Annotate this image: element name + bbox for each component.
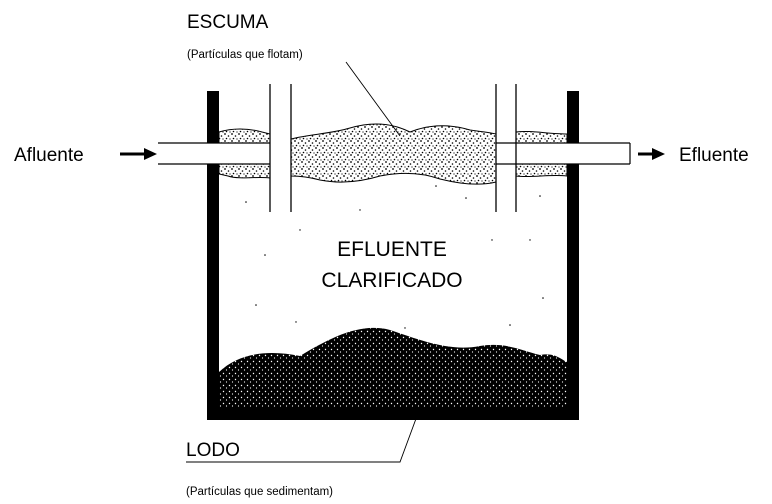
scum-note: (Partículas que flotam) <box>187 49 303 61</box>
inlet-pipe <box>158 142 270 165</box>
inlet-arrow-icon <box>120 148 157 160</box>
inlet-label: Afluente <box>14 145 84 166</box>
outlet-label: Efluente <box>679 145 749 166</box>
tank <box>207 91 579 420</box>
sludge-label: LODO <box>186 440 240 461</box>
tank-left-wall <box>207 91 219 420</box>
scum-layer-center <box>290 123 497 185</box>
clarified-label-line2: CLARIFICADO <box>321 269 462 292</box>
outlet-arrow-icon <box>638 148 665 160</box>
outlet-pipe <box>496 142 631 165</box>
clarified-label-line1: EFLUENTE <box>337 238 447 261</box>
scum-label: ESCUMA <box>187 12 269 33</box>
baffles <box>269 84 517 212</box>
sludge-pointer-line <box>186 415 418 463</box>
suspended-particles <box>245 185 544 329</box>
sludge-layer <box>219 327 567 408</box>
scum-pointer-line <box>345 61 401 137</box>
tank-bottom <box>207 408 579 420</box>
tank-right-wall <box>567 91 579 420</box>
sludge-note: (Partículas que sedimentam) <box>186 486 333 498</box>
